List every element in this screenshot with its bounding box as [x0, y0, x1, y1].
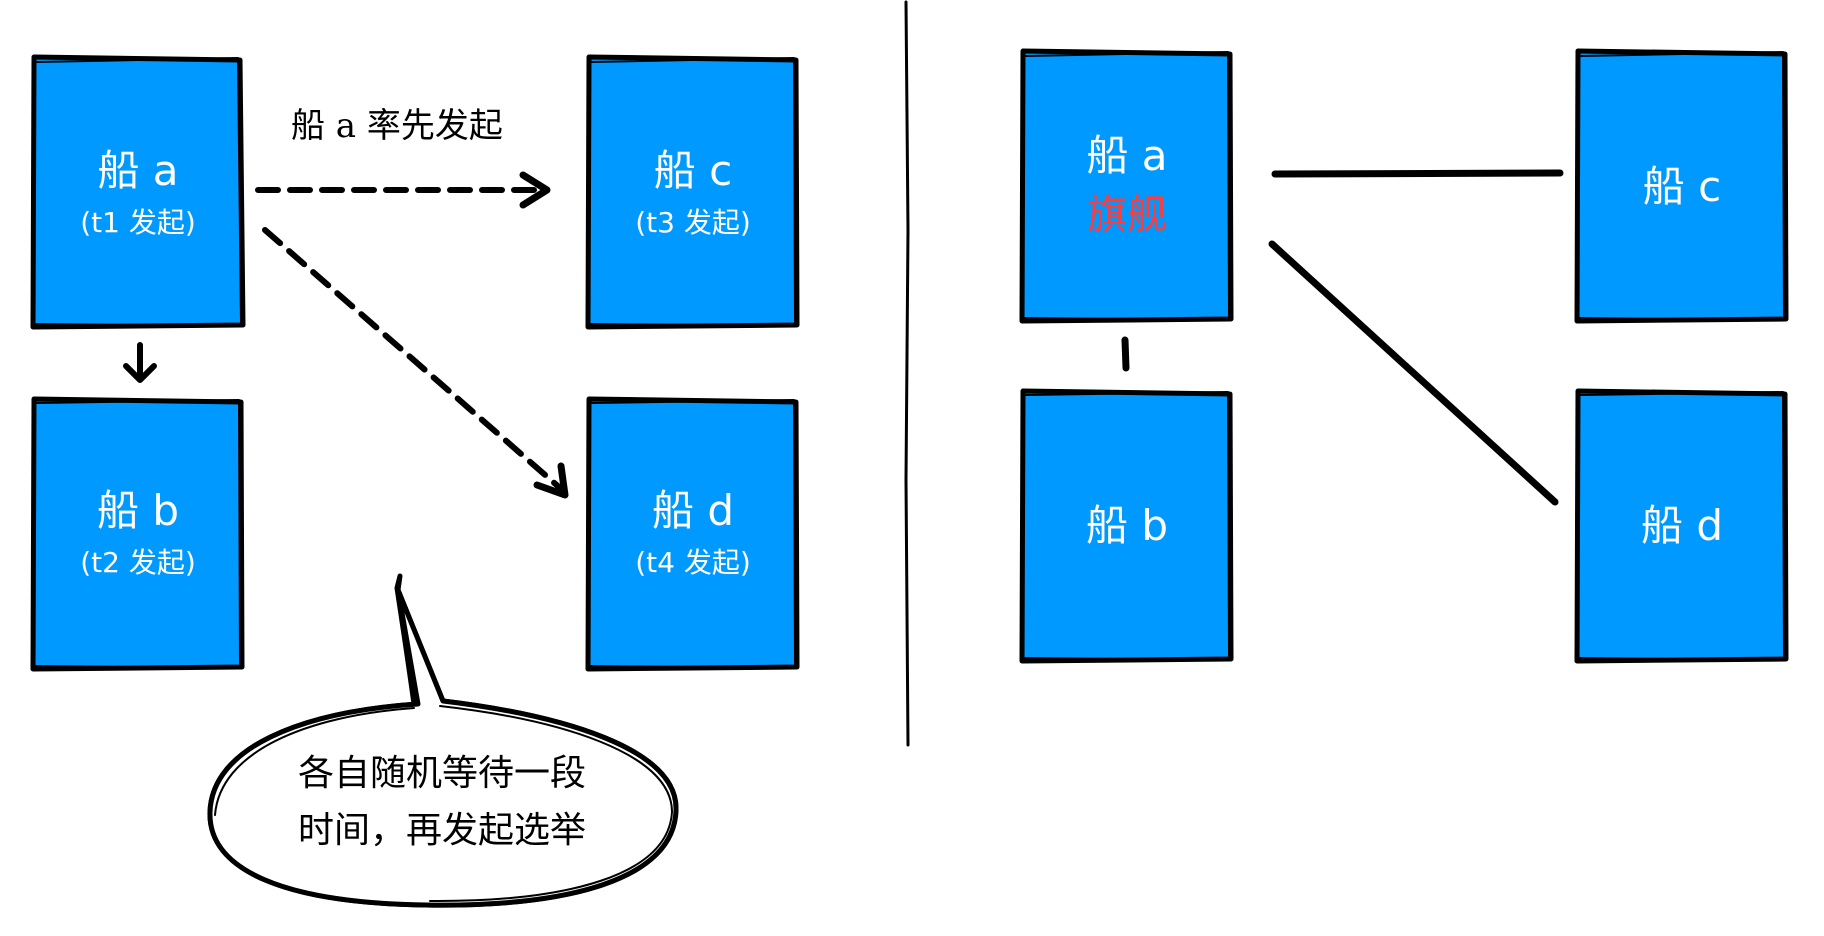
ship-b-name: 船 b	[97, 486, 179, 535]
panel-divider	[904, 0, 910, 747]
link-a-to-b	[1121, 336, 1130, 372]
dashed-arrow-a-to-d	[262, 227, 569, 499]
ship-b-left: 船 b (t2 发起)	[30, 396, 245, 672]
ship-d-right: 船 d	[1574, 388, 1789, 664]
bubble-line-2: 时间，再发起选举	[298, 810, 586, 851]
ship-b-start-time: (t2 发起)	[80, 546, 196, 579]
ship-d-left: 船 d (t4 发起)	[585, 396, 800, 672]
link-a-to-d	[1268, 240, 1559, 506]
ship-d-start-time: (t4 发起)	[635, 546, 751, 579]
flagship-label: 旗舰	[1087, 192, 1167, 238]
ship-d-name-right: 船 d	[1641, 501, 1723, 550]
ship-a-name: 船 a	[97, 146, 178, 195]
ship-c-name: 船 c	[654, 146, 732, 195]
dashed-arrow-a-to-c	[255, 171, 551, 209]
link-a-to-c	[1271, 169, 1564, 178]
ship-c-left: 船 c (t3 发起)	[585, 54, 800, 330]
ship-d-name: 船 d	[652, 486, 734, 535]
ship-a-name-right: 船 a	[1086, 131, 1167, 180]
bubble-line-1: 各自随机等待一段	[298, 753, 586, 794]
ship-a-left: 船 a (t1 发起)	[30, 54, 246, 330]
arrow-a-to-b	[123, 342, 157, 383]
ship-c-start-time: (t3 发起)	[635, 206, 751, 239]
ship-c-name-right: 船 c	[1643, 162, 1721, 211]
ship-a-right: 船 a 旗舰	[1019, 48, 1234, 324]
ship-b-right: 船 b	[1019, 388, 1234, 664]
ship-b-name-right: 船 b	[1086, 501, 1168, 550]
speech-bubble: 各自随机等待一段 时间，再发起选举	[207, 573, 679, 908]
ship-a-start-time: (t1 发起)	[80, 206, 196, 239]
ship-c-right: 船 c	[1574, 48, 1789, 324]
arrow-label: 船 a 率先发起	[291, 106, 503, 146]
